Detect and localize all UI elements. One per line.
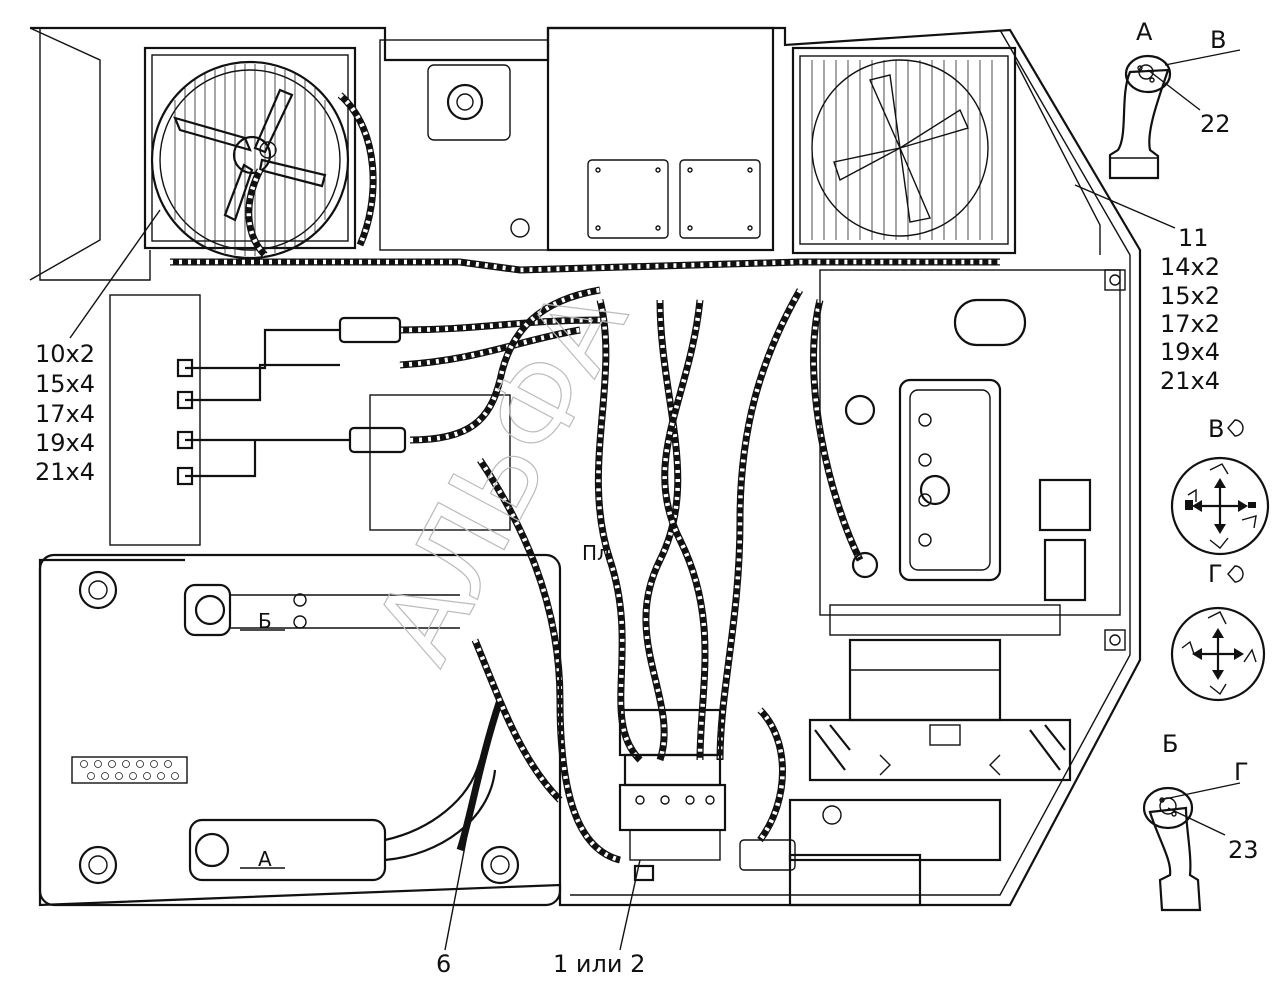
view-v-function-diagram: В [1170, 415, 1270, 556]
pl-label: Пл [582, 541, 610, 565]
right-qty-2: 15x2 [1160, 282, 1220, 310]
right-qty-5: 21x4 [1160, 367, 1220, 395]
left-qty-2: 15x4 [35, 370, 95, 398]
right-qty-3: 17x2 [1160, 310, 1220, 338]
view-a-item-22: 22 [1200, 110, 1231, 138]
left-qty-4: 19x4 [35, 429, 95, 457]
view-a-joystick: А В 22 [1108, 18, 1231, 180]
view-v-label: В [1208, 415, 1224, 443]
view-b-letter: Б [1162, 730, 1178, 758]
view-a-arrow-label: В [1210, 26, 1226, 54]
view-b-joystick: Б Г 23 [1142, 730, 1259, 912]
right-qty-4: 19x4 [1160, 338, 1220, 366]
right-radiator-fan [791, 46, 1101, 255]
chassis-outline [29, 26, 1142, 907]
left-radiator-fan [143, 46, 357, 260]
lower-left-tank [38, 553, 562, 907]
left-qty-1: 10x2 [35, 340, 95, 368]
bottom-right-filter [739, 798, 1002, 907]
leader-lines [69, 49, 1241, 951]
right-quantity-list: 11 14x2 15x2 17x2 19x4 21x4 [1160, 224, 1220, 395]
arrow-a-label: А [258, 847, 272, 871]
control-valve-block [618, 708, 727, 882]
item-6-label: 6 [436, 950, 451, 978]
left-quantity-list: 10x2 15x4 17x4 19x4 21x4 [35, 340, 95, 486]
right-qty-1: 14x2 [1160, 253, 1220, 281]
view-g-label: Г [1208, 560, 1223, 588]
left-qty-5: 21x4 [35, 458, 95, 486]
arrow-b-label: Б [258, 609, 272, 633]
right-item-11: 11 [1178, 224, 1209, 252]
engine-block [808, 269, 1121, 782]
view-b-item-23: 23 [1228, 836, 1259, 864]
left-qty-3: 17x4 [35, 400, 95, 428]
left-pipe-manifold [109, 294, 511, 546]
view-a-letter: А [1136, 18, 1153, 46]
view-b-arrow-label: Г [1234, 758, 1249, 786]
hydraulic-hoses [170, 92, 1000, 864]
center-top-panels [379, 26, 775, 252]
view-g-function-diagram: Г [1170, 560, 1266, 702]
item-1-or-2-label: 1 или 2 [553, 950, 645, 978]
